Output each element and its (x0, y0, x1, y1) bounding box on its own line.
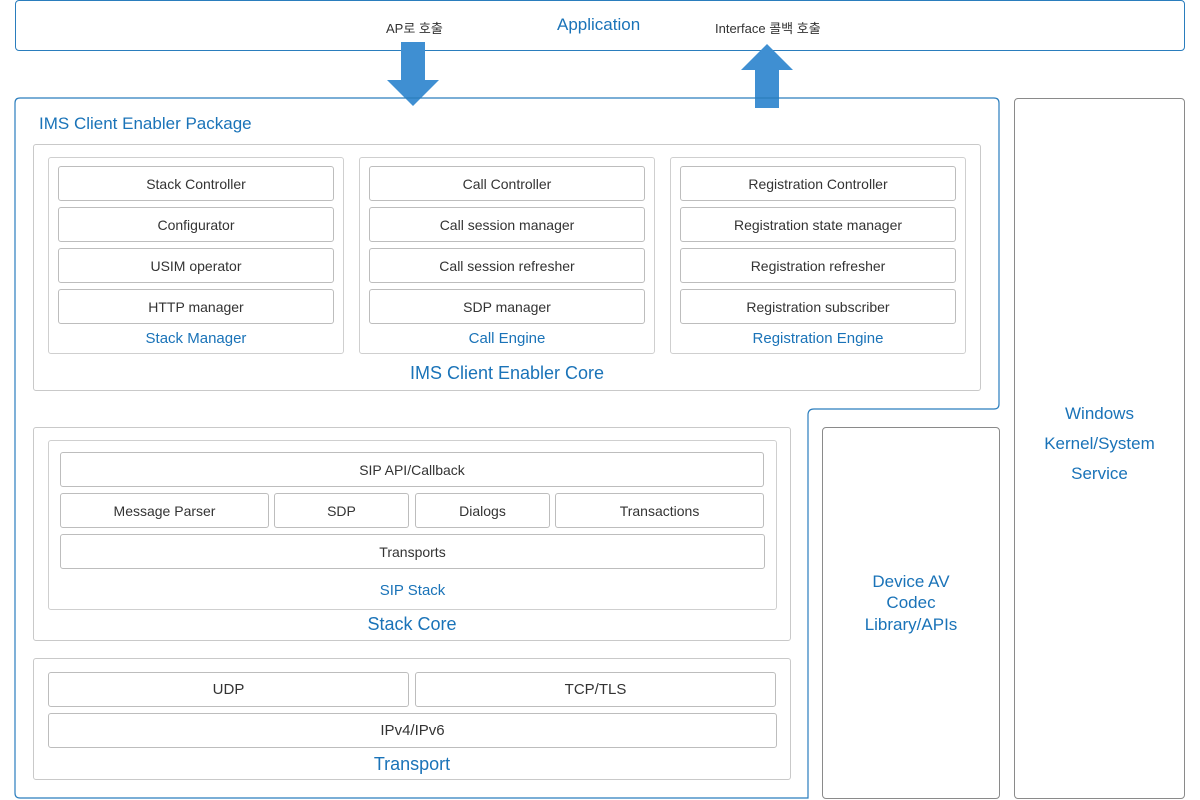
stack-core-label: Stack Core (367, 614, 457, 634)
sip-stack-label: SIP Stack (379, 582, 446, 599)
callback-call-label: Interface 콜백 호출 (715, 21, 821, 36)
transactions-module: Transactions (555, 493, 764, 528)
windows-box: Windows Kernel/System Service (1014, 98, 1185, 799)
package-title: IMS Client Enabler Package (39, 114, 252, 133)
registration-refresher: Registration refresher (680, 248, 956, 283)
http-manager: HTTP manager (58, 289, 334, 324)
ap-call-label: AP로 호출 (386, 21, 443, 36)
transport-label: Transport (373, 754, 451, 774)
core-label: IMS Client Enabler Core (409, 363, 605, 383)
application-title: Application (557, 15, 641, 34)
registration-state-manager: Registration state manager (680, 207, 956, 242)
device-av-label: Device AV Codec Library/APIs (864, 572, 958, 634)
tcp-tls-module: TCP/TLS (415, 672, 776, 707)
sip-api-callback: SIP API/Callback (60, 452, 764, 487)
registration-engine-label: Registration Engine (752, 330, 884, 347)
stack-controller: Stack Controller (58, 166, 334, 201)
registration-controller: Registration Controller (680, 166, 956, 201)
call-session-refresher: Call session refresher (369, 248, 645, 283)
arrow-up-icon (741, 44, 793, 108)
application-bar (15, 0, 1185, 51)
configurator: Configurator (58, 207, 334, 242)
stack-manager-label: Stack Manager (145, 330, 247, 347)
registration-subscriber: Registration subscriber (680, 289, 956, 324)
message-parser: Message Parser (60, 493, 269, 528)
ip-module: IPv4/IPv6 (48, 713, 777, 748)
usim-operator: USIM operator (58, 248, 334, 283)
windows-label: Windows Kernel/System Service (1044, 404, 1155, 483)
sdp-module: SDP (274, 493, 409, 528)
udp-module: UDP (48, 672, 409, 707)
call-engine-label: Call Engine (468, 330, 546, 347)
call-controller: Call Controller (369, 166, 645, 201)
call-session-manager: Call session manager (369, 207, 645, 242)
sdp-manager: SDP manager (369, 289, 645, 324)
transports-module: Transports (60, 534, 765, 569)
arrow-down-icon (387, 42, 439, 106)
dialogs-module: Dialogs (415, 493, 550, 528)
device-av-box: Device AV Codec Library/APIs (822, 427, 1000, 799)
